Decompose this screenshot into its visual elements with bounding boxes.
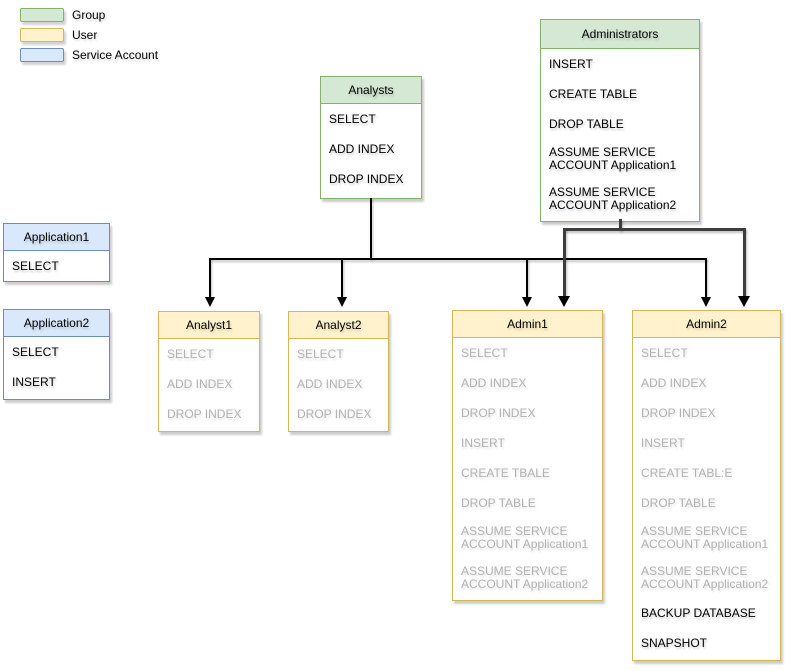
- permission-label: ASSUME SERVICE ACCOUNT Application2: [641, 564, 769, 591]
- permission-label: ADD INDEX: [167, 376, 233, 391]
- permission-label: SELECT: [641, 345, 688, 360]
- user-node-analyst1[interactable]: Analyst1 SELECT ADD INDEX DROP INDEX: [158, 311, 260, 432]
- node-title: Admin1: [453, 311, 602, 338]
- permission-label: ADD INDEX: [641, 375, 707, 390]
- edge-analysts-to-admin2: [705, 258, 707, 298]
- legend-row-group: Group: [20, 8, 105, 22]
- user-node-analyst2[interactable]: Analyst2 SELECT ADD INDEX DROP INDEX: [288, 311, 389, 432]
- edge-analysts-to-analyst2: [341, 258, 343, 298]
- permission-label: ADD INDEX: [297, 376, 363, 391]
- permission-list: SELECT INSERT: [4, 337, 109, 399]
- permission-label: SELECT: [461, 345, 508, 360]
- permission-label: ASSUME SERVICE ACCOUNT Application1: [641, 524, 769, 551]
- permission-list: SELECT: [4, 251, 109, 281]
- user-node-admin2[interactable]: Admin2 SELECT ADD INDEX DROP INDEX INSER…: [632, 310, 781, 661]
- permission-label: DROP INDEX: [167, 406, 242, 421]
- permission-list: SELECT ADD INDEX DROP INDEX INSERT CREAT…: [633, 338, 780, 660]
- group-swatch-icon: [20, 8, 64, 22]
- node-title: Admin2: [633, 311, 780, 338]
- permission-label: SELECT: [329, 111, 376, 126]
- permission-label: ASSUME SERVICE ACCOUNT Application2: [461, 564, 589, 591]
- permission-label: SNAPSHOT: [641, 635, 708, 650]
- permission-label: BACKUP DATABASE: [641, 605, 756, 620]
- arrowhead-admin2-b: [738, 296, 750, 307]
- permission-label: DROP INDEX: [461, 405, 536, 420]
- permission-list: SELECT ADD INDEX DROP INDEX: [321, 104, 421, 198]
- permission-list: SELECT ADD INDEX DROP INDEX: [159, 339, 259, 431]
- node-title: Application1: [4, 224, 109, 251]
- arrowhead-analyst1: [205, 297, 215, 307]
- permission-label: SELECT: [12, 344, 59, 359]
- permission-label: INSERT: [549, 56, 593, 71]
- permission-label: DROP TABLE: [549, 116, 624, 131]
- user-node-admin1[interactable]: Admin1 SELECT ADD INDEX DROP INDEX INSER…: [452, 310, 603, 601]
- legend-label: Service Account: [72, 47, 159, 62]
- permission-label: DROP INDEX: [641, 405, 716, 420]
- arrowhead-admin2-a: [701, 297, 711, 307]
- permission-label: ASSUME SERVICE ACCOUNT Application2: [549, 185, 677, 212]
- node-title: Analyst1: [159, 312, 259, 339]
- legend-row-service-account: Service Account: [20, 48, 158, 62]
- permission-label: ASSUME SERVICE ACCOUNT Application1: [549, 145, 677, 172]
- permission-label: ADD INDEX: [461, 375, 527, 390]
- edge-analysts-to-admin1: [526, 258, 528, 298]
- edge-administrators-stem: [619, 219, 622, 230]
- permission-label: DROP TABLE: [641, 495, 716, 510]
- service-account-node-application2[interactable]: Application2 SELECT INSERT: [3, 309, 110, 400]
- permission-label: SELECT: [297, 346, 344, 361]
- permission-list: SELECT ADD INDEX DROP INDEX INSERT CREAT…: [453, 338, 602, 600]
- permission-label: ADD INDEX: [329, 141, 395, 156]
- node-title: Analyst2: [289, 312, 388, 339]
- node-title: Administrators: [541, 20, 699, 49]
- edge-analysts-bus: [209, 258, 707, 260]
- arrowhead-admin1-b: [558, 296, 570, 307]
- permission-list: SELECT ADD INDEX DROP INDEX: [289, 339, 388, 431]
- permission-label: ASSUME SERVICE ACCOUNT Application1: [461, 524, 589, 551]
- group-node-administrators[interactable]: Administrators INSERT CREATE TABLE DROP …: [540, 19, 700, 222]
- node-title: Application2: [4, 310, 109, 337]
- permission-label: CREATE TABL:E: [641, 465, 733, 480]
- permission-label: INSERT: [12, 374, 56, 389]
- edge-analysts-to-analyst1: [209, 258, 211, 298]
- edge-administrators-to-admin2: [743, 228, 746, 297]
- permission-label: SELECT: [167, 346, 214, 361]
- legend-label: Group: [72, 7, 106, 22]
- service-account-swatch-icon: [20, 48, 64, 62]
- permission-label: CREATE TBALE: [461, 465, 550, 480]
- legend-label: User: [72, 27, 98, 42]
- group-node-analysts[interactable]: Analysts SELECT ADD INDEX DROP INDEX: [320, 76, 422, 199]
- service-account-node-application1[interactable]: Application1 SELECT: [3, 223, 110, 282]
- permission-label: DROP INDEX: [297, 406, 372, 421]
- permission-label: DROP TABLE: [461, 495, 536, 510]
- node-title: Analysts: [321, 77, 421, 104]
- arrowhead-analyst2: [337, 297, 347, 307]
- arrowhead-admin1-a: [522, 297, 532, 307]
- permission-label: INSERT: [461, 435, 505, 450]
- edge-administrators-bus: [563, 228, 745, 231]
- legend-row-user: User: [20, 28, 97, 42]
- permission-label: INSERT: [641, 435, 685, 450]
- permission-label: SELECT: [12, 258, 59, 273]
- permission-list: INSERT CREATE TABLE DROP TABLE ASSUME SE…: [541, 49, 699, 221]
- user-swatch-icon: [20, 28, 64, 42]
- permission-label: DROP INDEX: [329, 171, 404, 186]
- edge-administrators-to-admin1: [563, 228, 566, 297]
- permission-label: CREATE TABLE: [549, 86, 638, 101]
- edge-analysts-stem: [370, 198, 372, 259]
